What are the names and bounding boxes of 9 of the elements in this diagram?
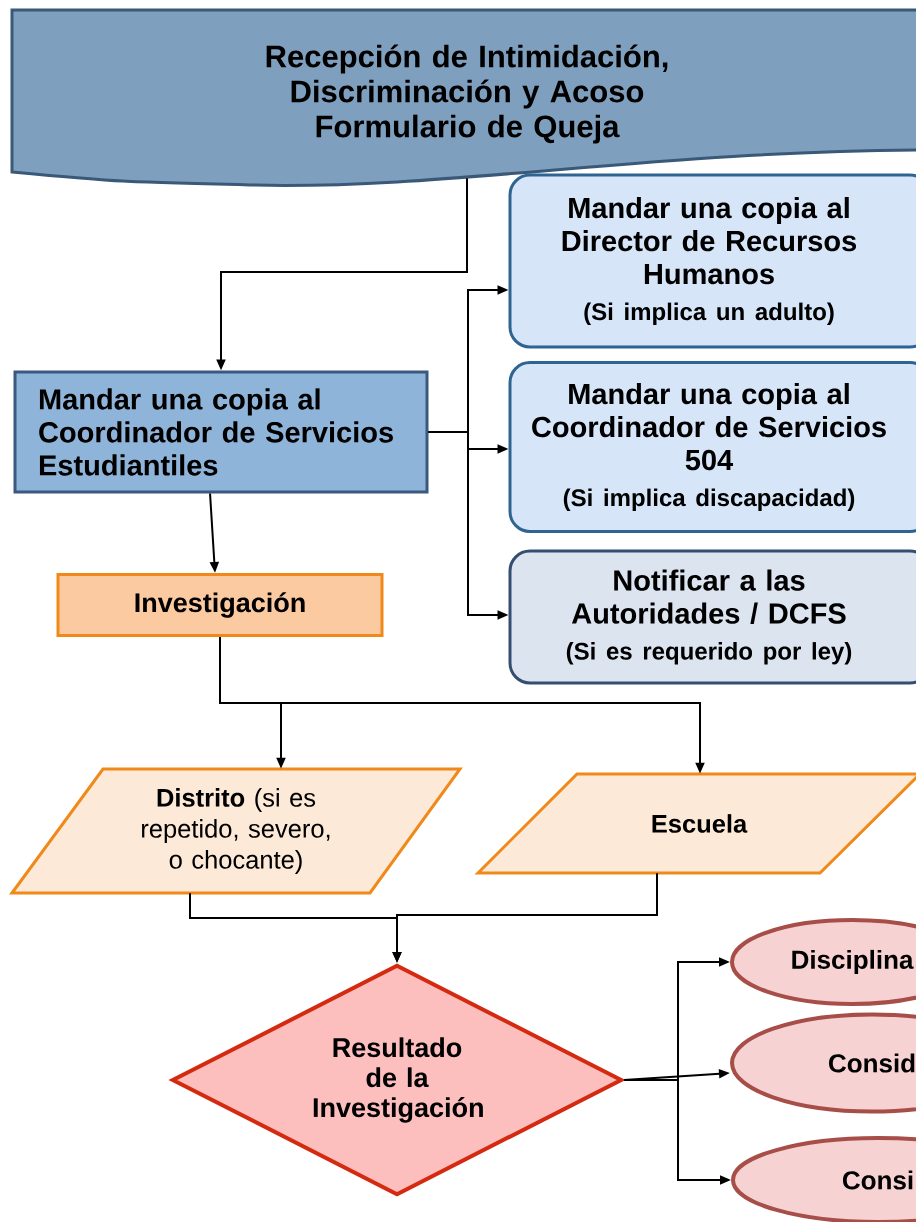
process-box: Mandar una copia al Coordinador de Servicios Estudiantiles (13, 370, 429, 494)
process-box: Mandar una copia al Director de Recursos Humanos (Si implica un adulto) (508, 173, 916, 349)
outcome-oval: Consi (731, 1136, 916, 1222)
outcome-oval: Disciplina (730, 918, 916, 1006)
process-box: Mandar una copia al Coordinador de Servicios 504 (Si implica discapacidad) (508, 361, 916, 533)
header-banner: Recepción de Intimidación, Discriminación y Acoso Formulario de Queja (10, 8, 916, 187)
outcome-oval: Consid (730, 1012, 916, 1114)
process-box: Notificar a las Autoridades / DCFS (Si es requerido por ley) (508, 549, 916, 685)
process-box: Investigación (56, 573, 384, 637)
